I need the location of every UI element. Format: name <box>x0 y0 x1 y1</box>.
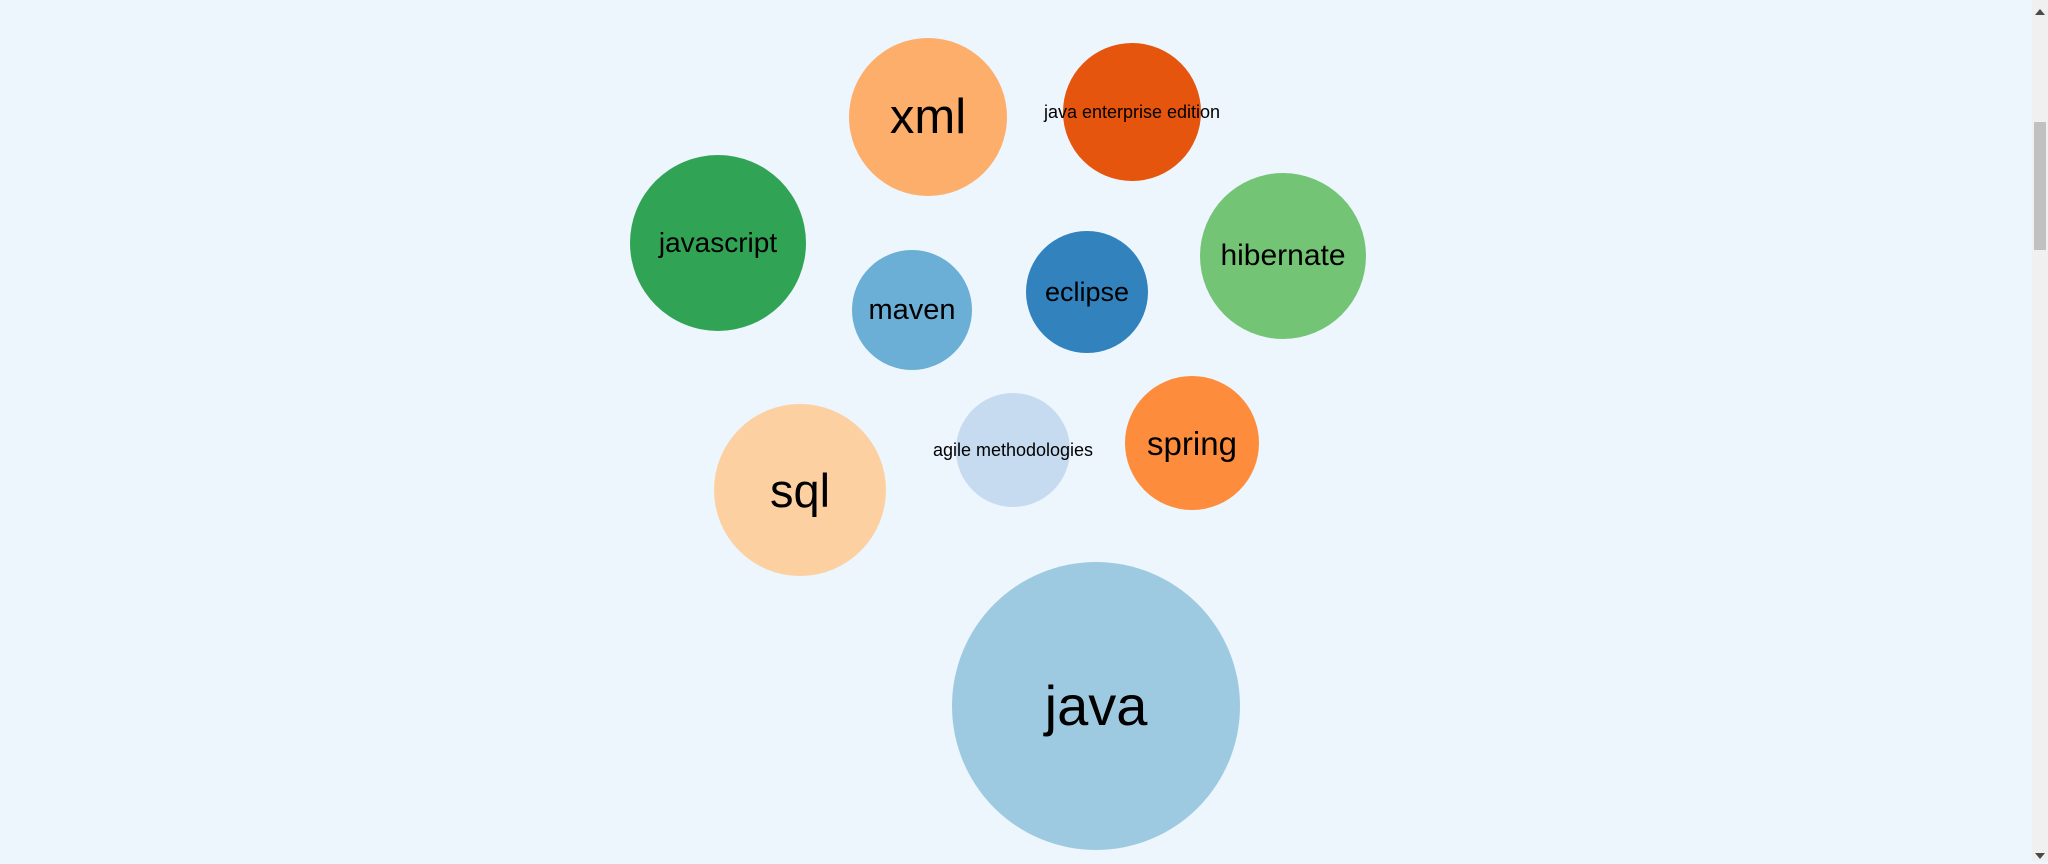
bubble-label: java enterprise edition <box>1043 102 1221 122</box>
bubble-label: sql <box>769 463 831 517</box>
bubble-sql[interactable]: sql <box>714 404 886 576</box>
bubble-label: javascript <box>658 227 778 258</box>
bubble-agile-methodologies[interactable]: agile methodologies <box>933 393 1093 507</box>
bubble-maven[interactable]: maven <box>852 250 972 370</box>
bubble-label: spring <box>1147 424 1237 462</box>
scroll-down-button[interactable] <box>2032 848 2048 864</box>
bubble-label: maven <box>868 293 956 326</box>
bubble-hibernate[interactable]: hibernate <box>1200 173 1366 339</box>
bubble-eclipse[interactable]: eclipse <box>1026 231 1148 353</box>
scroll-up-icon <box>2035 9 2045 15</box>
scroll-down-icon <box>2035 853 2045 859</box>
vertical-scrollbar[interactable] <box>2032 0 2048 861</box>
bubble-java-enterprise-edition[interactable]: java enterprise edition <box>1044 43 1220 181</box>
bubble-javascript[interactable]: javascript <box>630 155 806 331</box>
scroll-up-button[interactable] <box>2032 4 2048 20</box>
bubble-xml[interactable]: xml <box>849 38 1007 196</box>
bubble-label: agile methodologies <box>932 440 1094 460</box>
bubble-label: xml <box>889 89 967 144</box>
bubble-label: eclipse <box>1044 276 1130 307</box>
bubble-spring[interactable]: spring <box>1125 376 1259 510</box>
bubble-label: java <box>1044 674 1148 737</box>
scrollbar-thumb[interactable] <box>2034 122 2046 250</box>
bubble-label: hibernate <box>1220 239 1346 272</box>
bubble-java[interactable]: java <box>952 562 1240 850</box>
